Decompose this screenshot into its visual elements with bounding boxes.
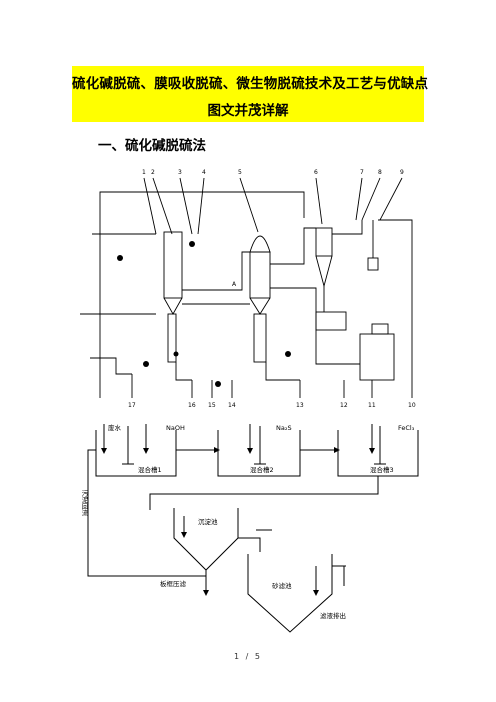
callout-7: 7 <box>360 169 364 176</box>
callout-2: 2 <box>151 169 155 176</box>
settler2-label: 砂滤池 <box>272 581 292 590</box>
callout-16: 16 <box>188 402 196 409</box>
tank-label-2: 混合槽2 <box>250 465 274 474</box>
input-label-wastewater: 废水 <box>108 423 122 432</box>
callout-12: 12 <box>340 402 348 409</box>
process-flow-diagram: 1 2 3 4 5 6 7 8 9 17 16 15 14 13 12 11 1… <box>80 169 416 409</box>
callout-6: 6 <box>314 169 318 176</box>
input-label-na2s: Na₂S <box>276 424 292 432</box>
title-highlight: 硫化碱脱硫、膜吸收脱硫、微生物脱硫技术及工艺与优缺点 图文并茂详解 <box>72 66 429 122</box>
section-heading: 一、硫化碱脱硫法 <box>98 138 206 154</box>
input-label-naoh: NaOH <box>166 424 185 432</box>
callout-5: 5 <box>238 169 242 176</box>
document-subtitle: 图文并茂详解 <box>207 103 289 119</box>
callout-17: 17 <box>128 402 136 409</box>
callout-8: 8 <box>378 169 382 176</box>
effluent-label: 滤液排出 <box>320 611 346 620</box>
callout-4: 4 <box>202 169 206 176</box>
sludge-return-label: 污泥回流 <box>80 490 88 518</box>
callout-13: 13 <box>296 402 304 409</box>
callout-3: 3 <box>178 169 182 176</box>
callout-11: 11 <box>368 402 376 409</box>
sludge-press-label: 板框压滤 <box>160 579 187 588</box>
treatment-flow-diagram: 废水 NaOH Na₂S FeCl₃ 混合槽1 混合槽2 混合槽3 沉淀池 砂滤… <box>80 423 419 633</box>
callout-1: 1 <box>142 169 146 176</box>
tank-label-3: 混合槽3 <box>370 465 394 474</box>
callout-15: 15 <box>208 402 216 409</box>
document-title: 硫化碱脱硫、膜吸收脱硫、微生物脱硫技术及工艺与优缺点 <box>72 76 429 92</box>
input-label-fecl3: FeCl₃ <box>398 424 415 432</box>
tank-label-1: 混合槽1 <box>138 465 162 474</box>
stream-label-a: A <box>232 281 237 288</box>
callout-14: 14 <box>228 402 236 409</box>
page-number: 1 / 5 <box>234 652 262 661</box>
settler1-label: 沉淀池 <box>198 517 218 526</box>
callout-10: 10 <box>408 402 416 409</box>
callout-9: 9 <box>400 169 404 176</box>
